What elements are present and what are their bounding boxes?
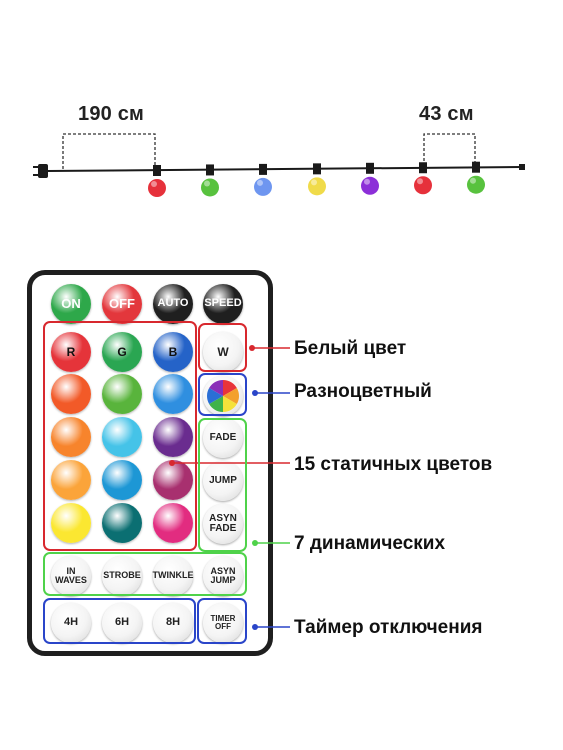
- bulb-highlight: [151, 181, 157, 187]
- bulb-socket: [153, 165, 161, 176]
- static-color-button[interactable]: [102, 503, 142, 543]
- multicolor-callout: Разноцветный: [294, 381, 432, 402]
- color-wheel-slice: [209, 380, 223, 396]
- mode-button-strobe[interactable]: STROBE: [102, 556, 142, 596]
- white-leader-dot: [249, 345, 255, 351]
- bulb-highlight: [311, 179, 317, 186]
- timer-leader-dot: [252, 624, 258, 630]
- bulb-socket: [366, 162, 374, 174]
- timer-off-frame: [197, 598, 247, 644]
- mode-button-twinkle[interactable]: TWINKLE: [153, 556, 194, 596]
- dynamic-bottom-frame: [43, 552, 247, 596]
- static-color-button[interactable]: [51, 460, 91, 500]
- bulb-socket: [419, 162, 427, 174]
- static-color-button[interactable]: [153, 374, 193, 414]
- static-color-button[interactable]: [51, 503, 91, 543]
- multicolor-frame: [198, 373, 247, 416]
- color-wheel-slice: [223, 396, 237, 412]
- white-button[interactable]: W: [203, 332, 243, 372]
- on-button[interactable]: ON: [51, 284, 91, 324]
- bulb: [361, 176, 379, 195]
- bulb: [467, 175, 485, 194]
- bulb: [148, 179, 166, 197]
- color-button-b[interactable]: B: [153, 332, 193, 372]
- dynamic-leader-dot: [252, 540, 258, 546]
- dynamic-button-jump[interactable]: JUMP: [203, 461, 243, 501]
- bulb: [254, 177, 272, 196]
- timer-button-4h[interactable]: 4H: [51, 603, 91, 643]
- white-button-frame: [198, 323, 247, 372]
- static-color-button[interactable]: [102, 417, 142, 457]
- bulb-socket: [472, 161, 480, 173]
- static-color-button[interactable]: [102, 374, 142, 414]
- static-color-button[interactable]: [51, 417, 91, 457]
- color-button-r[interactable]: R: [51, 332, 91, 372]
- color-wheel-slice: [209, 396, 223, 412]
- cable-end-cap: [519, 164, 525, 170]
- static-colors-callout: 15 статичных цветов: [294, 454, 493, 475]
- dynamic-button-asyn-fade[interactable]: ASYN FADE: [203, 504, 243, 544]
- bulb-socket: [313, 163, 321, 175]
- spacing-bracket: [423, 133, 476, 166]
- multicolor-leader-dot: [252, 390, 258, 396]
- speed-button[interactable]: SPEED: [203, 284, 243, 324]
- static-color-button[interactable]: [51, 374, 91, 414]
- timer-callout: Таймер отключения: [294, 617, 483, 638]
- bulb-highlight: [257, 179, 263, 186]
- bulb: [308, 177, 326, 196]
- mode-button-asyn-jump[interactable]: ASYN JUMP: [203, 556, 243, 596]
- static-color-button[interactable]: [102, 460, 142, 500]
- bulb-highlight: [364, 178, 370, 185]
- off-button[interactable]: OFF: [102, 284, 142, 324]
- color-wheel-icon: [207, 380, 239, 412]
- timer-button-timer-off[interactable]: TIMER OFF: [203, 603, 243, 643]
- bulb-highlight: [417, 178, 423, 185]
- lead-length-bracket: [62, 133, 156, 169]
- static-colors-frame: [43, 321, 197, 551]
- static-color-button[interactable]: [153, 417, 193, 457]
- bulb-highlight: [204, 180, 210, 187]
- static-color-button[interactable]: [153, 503, 193, 543]
- timer-button-8h[interactable]: 8H: [153, 603, 193, 643]
- timer-button-6h[interactable]: 6H: [102, 603, 142, 643]
- spacing-label: 43 см: [419, 103, 474, 125]
- bulb: [414, 176, 432, 195]
- bulb: [201, 178, 219, 197]
- bulb-socket: [259, 163, 267, 175]
- color-wheel-slice: [223, 388, 239, 404]
- timer-hours-frame: [43, 598, 196, 644]
- color-wheel-slice: [223, 380, 237, 396]
- white-color-callout: Белый цвет: [294, 338, 407, 359]
- static-color-button[interactable]: [153, 460, 193, 500]
- lead-length-label: 190 см: [78, 103, 145, 125]
- multicolor-button[interactable]: [203, 376, 243, 416]
- plug-icon: [38, 164, 48, 178]
- mode-button-in-waves[interactable]: IN WAVES: [51, 556, 91, 596]
- color-wheel-slice: [207, 388, 223, 404]
- cable-line: [47, 166, 523, 172]
- dynamic-modes-callout: 7 динамических: [294, 533, 446, 554]
- bulb-highlight: [470, 177, 476, 184]
- auto-button[interactable]: AUTO: [153, 284, 193, 324]
- dynamic-button-fade[interactable]: FADE: [203, 418, 243, 458]
- bulb-socket: [206, 164, 214, 176]
- static-leader-dot: [169, 460, 175, 466]
- dynamic-right-frame: [198, 418, 247, 552]
- color-button-g[interactable]: G: [102, 332, 142, 372]
